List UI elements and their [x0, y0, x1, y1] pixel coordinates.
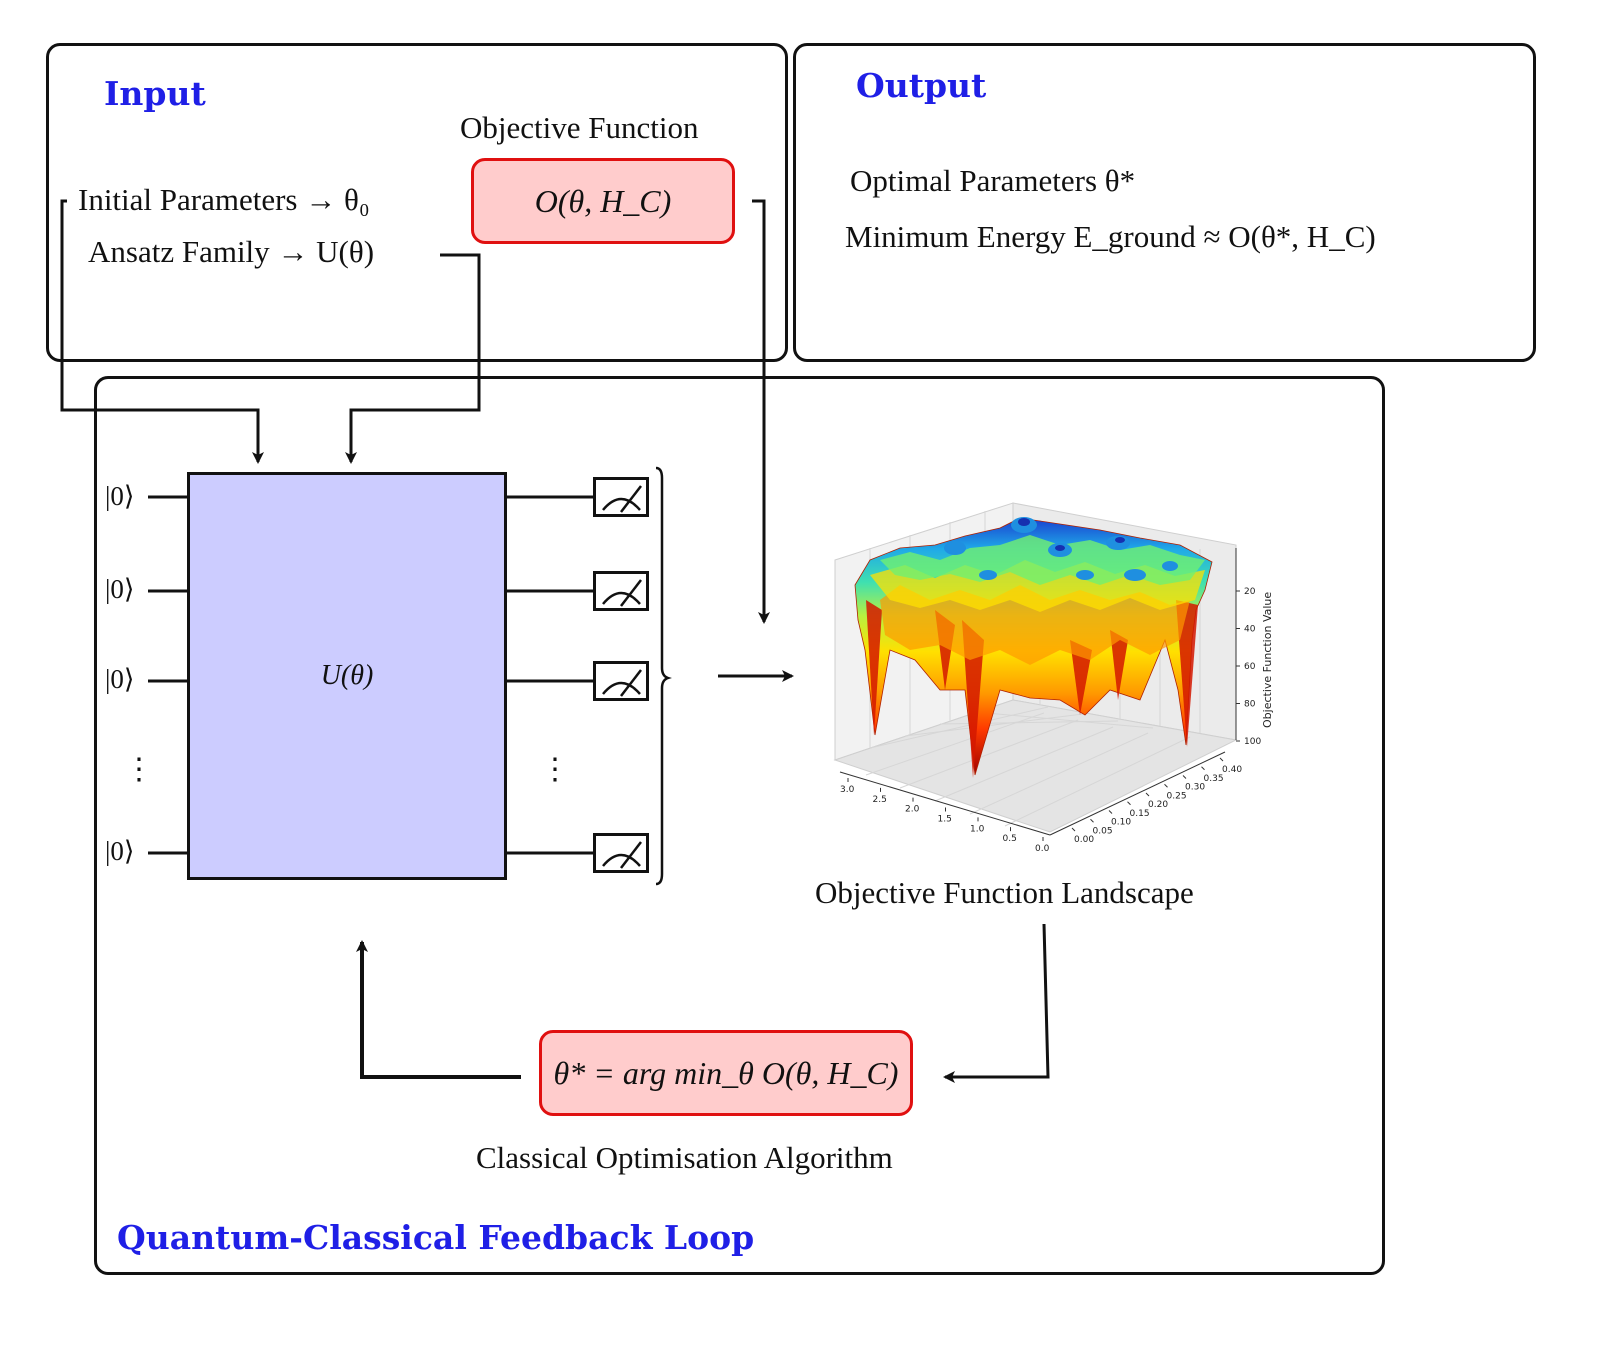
- y-tick-label: 0.25: [1167, 791, 1187, 801]
- feedback-loop-title: Quantum-Classical Feedback Loop: [117, 1218, 755, 1257]
- optimiser-expression: θ* = arg min_θ O(θ, H_C): [553, 1054, 899, 1091]
- x-tick-label: 2.5: [873, 795, 887, 805]
- x-tick-label: 0.0: [1035, 844, 1050, 854]
- z-tick-label: 100: [1244, 737, 1261, 747]
- x-tick-label: 0.5: [1003, 834, 1017, 844]
- y-tick-mark: [1090, 818, 1094, 823]
- x-tick-label: 1.5: [938, 815, 952, 825]
- x-tick-labels: 3.0 2.5 2.0 1.5 1.0 0.5 0.0: [840, 778, 1050, 854]
- minimum-energy-text: Minimum Energy E_ground ≈ O(θ*, H_C): [845, 219, 1376, 254]
- y-tick-mark: [1201, 766, 1205, 771]
- x-tick-label: 2.0: [905, 805, 920, 815]
- input-wires: [148, 495, 188, 855]
- meter-dials: [602, 485, 642, 869]
- y-tick-label: 0.05: [1093, 826, 1113, 836]
- y-tick-label: 0.15: [1130, 809, 1150, 819]
- measurement-meter-icon-1: [593, 477, 649, 517]
- unitary-label: U(θ): [320, 660, 374, 691]
- y-tick-label: 0.35: [1204, 774, 1224, 784]
- y-tick-mark: [1182, 775, 1187, 779]
- input-panel: [46, 43, 788, 362]
- input-title: Input: [104, 74, 206, 113]
- z-tick-label: 20: [1244, 587, 1256, 597]
- ansatz-family-text: Ansatz Family → U(θ): [88, 234, 375, 269]
- y-tick-mark: [1164, 783, 1168, 788]
- initial-params-connector: [60, 199, 264, 464]
- qubit-ket-n: |0⟩: [105, 836, 135, 866]
- y-tick-label: 0.00: [1074, 835, 1094, 845]
- y-tick-mark: [1145, 792, 1150, 797]
- y-tick-labels: 0.000.050.100.150.200.250.300.350.40: [1071, 757, 1242, 845]
- landscape-label: Objective Function Landscape: [815, 875, 1194, 910]
- landscape-to-optimiser-connector: [943, 923, 1050, 1083]
- z-tick-labels: 20 40 60 80 100: [1236, 587, 1261, 747]
- z-tick-label: 40: [1244, 625, 1256, 635]
- z-tick-label: 80: [1244, 700, 1256, 710]
- y-tick-mark: [1108, 810, 1113, 814]
- ansatz-connector: [345, 253, 481, 464]
- y-tick-label: 0.30: [1185, 783, 1205, 793]
- surface-spikes: [866, 600, 1198, 778]
- feedback-connector: [356, 940, 521, 1079]
- qubit-ket-3: |0⟩: [105, 664, 135, 694]
- y-tick-mark: [1127, 801, 1131, 806]
- output-title: Output: [856, 66, 987, 105]
- objective-connector: [752, 199, 770, 624]
- plot-y-axis: [1049, 751, 1226, 836]
- output-wires: [507, 495, 593, 855]
- qubit-ket-1: |0⟩: [105, 481, 135, 511]
- y-tick-label: 0.40: [1222, 765, 1242, 775]
- feedback-loop-panel: [94, 376, 1385, 1275]
- x-tick-label: 3.0: [840, 785, 855, 795]
- objective-function-label: Objective Function: [460, 110, 699, 145]
- qubit-ket-2: |0⟩: [105, 574, 135, 604]
- output-panel: [793, 43, 1536, 362]
- y-tick-mark: [1071, 827, 1076, 832]
- optimiser-box: θ* = arg min_θ O(θ, H_C): [539, 1030, 913, 1116]
- z-axis-label: Objective Function Value: [1261, 592, 1274, 728]
- optimiser-label: Classical Optimisation Algorithm: [476, 1140, 893, 1175]
- initial-parameters-text: Initial Parameters → θ₀: [78, 182, 370, 217]
- x-tick-label: 1.0: [970, 824, 985, 834]
- objective-function-box: O(θ, H_C): [471, 158, 735, 244]
- measurement-brace: [655, 466, 672, 886]
- z-tick-label: 60: [1244, 662, 1256, 672]
- y-tick-label: 0.20: [1148, 800, 1168, 810]
- y-tick-label: 0.10: [1111, 818, 1131, 828]
- unitary-gate: U(θ): [187, 472, 507, 880]
- plot-x-axis: [839, 771, 1051, 836]
- optimal-parameters-text: Optimal Parameters θ*: [850, 163, 1136, 198]
- objective-function-expression: O(θ, H_C): [534, 182, 672, 219]
- y-tick-mark: [1219, 757, 1224, 762]
